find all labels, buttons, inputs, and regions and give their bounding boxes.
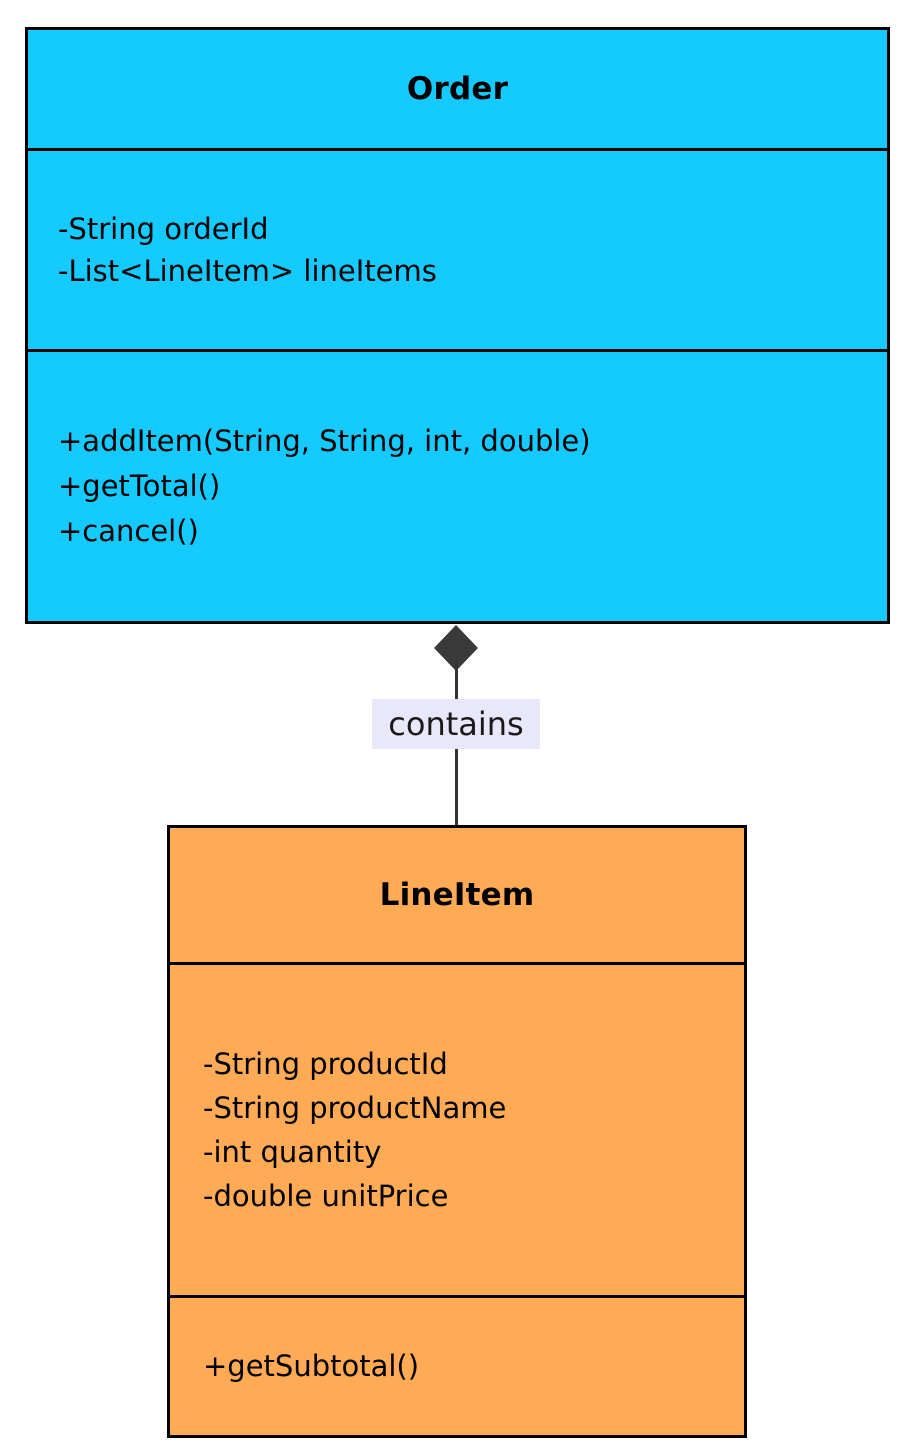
class-order-methods-compartment: +addItem(String, String, int, double) +g…: [28, 349, 887, 621]
class-order-method-list: +addItem(String, String, int, double) +g…: [28, 411, 887, 562]
class-lineitem-attribute: -double unitPrice: [203, 1178, 449, 1213]
class-lineitem-attribute: -String productId: [203, 1046, 448, 1081]
class-lineitem-name: LineItem: [379, 877, 535, 913]
class-lineitem-method-list: +getSubtotal(): [170, 1352, 744, 1381]
class-lineitem-name-compartment: LineItem: [170, 828, 744, 962]
relationship-label-contains: contains: [372, 699, 540, 749]
class-lineitem-attribute: -String productName: [203, 1090, 507, 1125]
class-lineitem-methods-compartment: +getSubtotal(): [170, 1295, 744, 1435]
uml-class-lineitem[interactable]: LineItem -String productId -String produ…: [167, 825, 747, 1438]
class-order-attribute-list: -String orderId -List<LineItem> lineItem…: [28, 202, 887, 299]
class-order-name: Order: [406, 71, 509, 107]
class-order-attributes-compartment: -String orderId -List<LineItem> lineItem…: [28, 148, 887, 349]
class-lineitem-attributes-compartment: -String productId -String productName -i…: [170, 962, 744, 1295]
class-order-attribute: -List<LineItem> lineItems: [58, 253, 437, 288]
class-order-attribute: -String orderId: [58, 211, 269, 246]
class-lineitem-attribute: -int quantity: [203, 1134, 382, 1169]
class-order-method: +getTotal(): [58, 469, 221, 503]
class-lineitem-attribute-list: -String productId -String productName -i…: [170, 1035, 744, 1226]
class-order-name-compartment: Order: [28, 30, 887, 148]
composition-diamond-icon: [434, 625, 478, 671]
class-order-method: +addItem(String, String, int, double): [58, 424, 591, 458]
class-lineitem-method: +getSubtotal(): [203, 1349, 420, 1383]
uml-class-order[interactable]: Order -String orderId -List<LineItem> li…: [25, 27, 890, 624]
class-order-method: +cancel(): [58, 514, 199, 548]
